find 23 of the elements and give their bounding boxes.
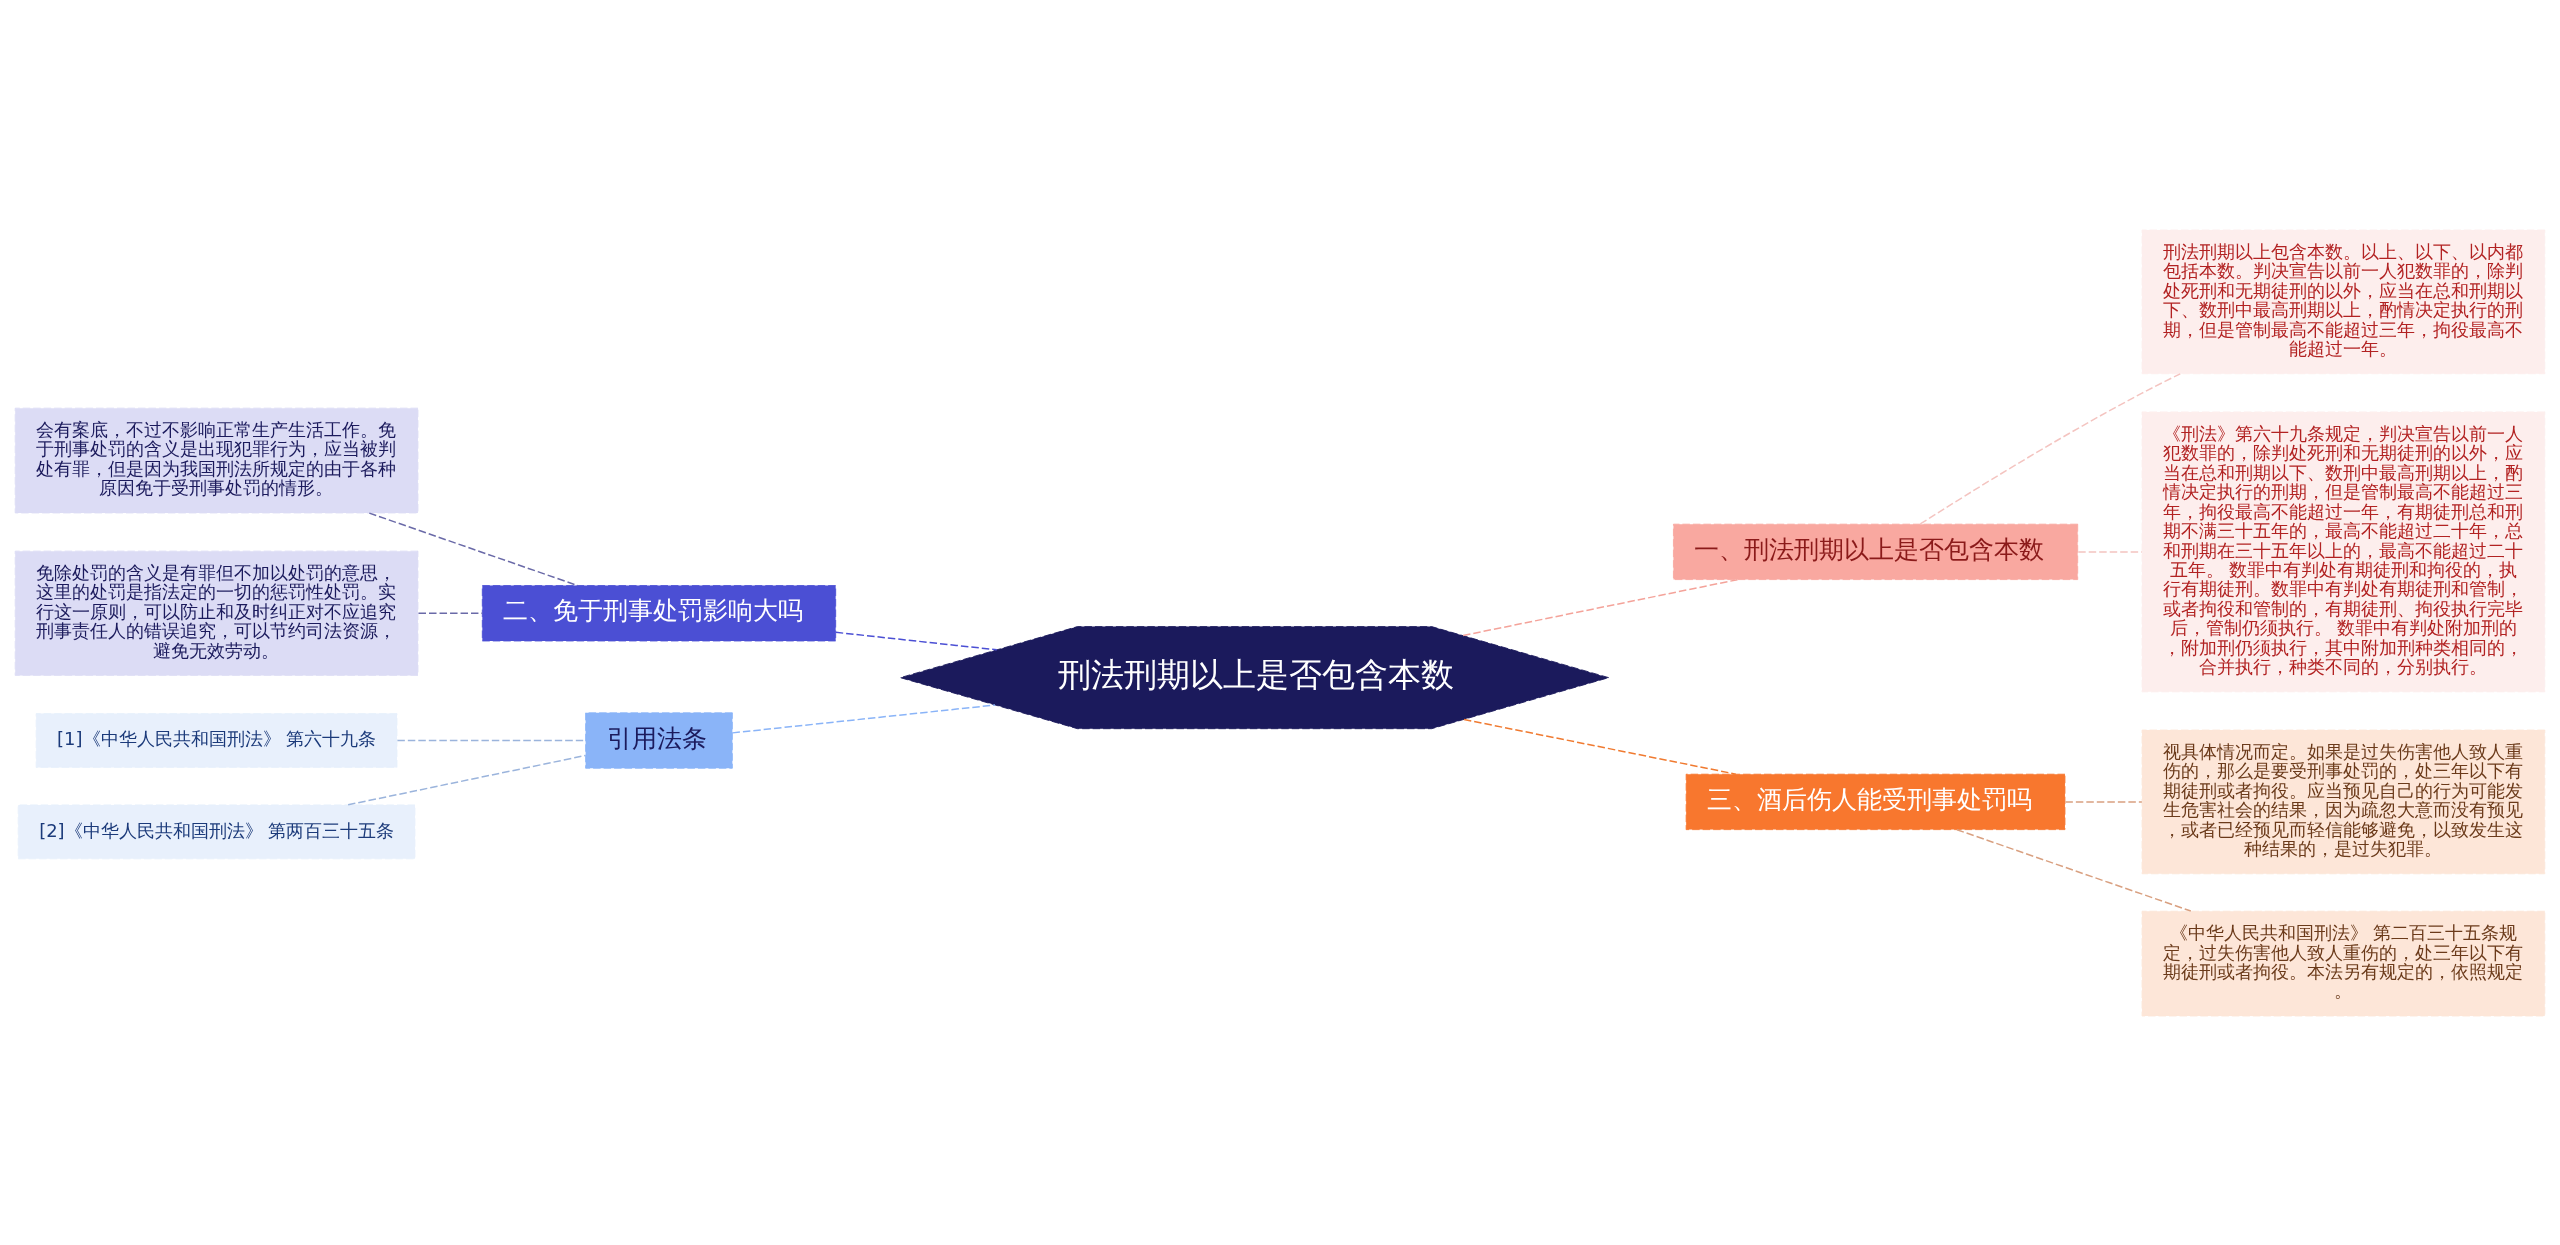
connector [2077, 550, 2143, 553]
node-box: 视具体情况而定。如果是过失伤害他人致人重伤的，那么是要受刑事处罚的，处三年以下有期徒刑或者拘役。应当预见自己的行为可能发生危害社会的结果，因为疏忽大意而没有预见，或者已经预见而轻信能够避免，以致发生这种结果的，是过失犯罪。 [2141, 729, 2546, 874]
node-box: 二、免于刑事处罚影响大吗 [481, 584, 837, 641]
node-box: 引用法条 [585, 711, 733, 769]
node-box: 《中华人民共和国刑法》 第二百三十五条规定，过失伤害他人致人重伤的，处三年以下有期徒刑或者拘役。本法另有规定的，依照规定。 [2141, 910, 2546, 1016]
connector [1462, 578, 1739, 636]
node-box: 三、酒后伤人能受刑事处罚吗 [1685, 773, 2066, 830]
connector [1919, 372, 2181, 525]
node-box: 刑法刑期以上包含本数。以上、以下、以内都包括本数。判决宣告以前一人犯数罪的，除判处死刑和无期徒刑的以外，应当在总和刑期以下、数刑中最高刑期以上，酌情决定执行的刑期，但是管制最高不能超过三年，拘役最高不能超过一年。 [2141, 229, 2546, 374]
node-box: 《刑法》第六十九条规定，判决宣告以前一人犯数罪的，除判处死刑和无期徒刑的以外，应当在总和刑期以下、数刑中最高刑期以上，酌情决定执行的刑期，但是管制最高不能超过三年，拘役最高不能超过一年，有期徒刑总和刑期不满三十五年的，最高不能超过二十年，总和刑期在三十五年以上的，最高不能超过二十五年。 数罪中有判处有期徒刑和拘役的，执行有期徒刑。数罪中有判处有期徒刑和管制，或者拘役和管制的，有期徒刑、拘役执行完毕后，管制仍须执行。 数罪中有判处附加刑的，附加刑仍须执行，其中附加刑种类相同的，合并执行，种类不同的，分别执行。 [2141, 410, 2546, 692]
connector [731, 703, 996, 734]
connector [417, 612, 483, 614]
node-box: 会有案底，不过不影响正常生产生活工作。免于刑事处罚的含义是出现犯罪行为，应当被判处有罪，但是因为我国刑法所规定的由于各种原因免于受刑事处罚的情形。 [14, 407, 419, 513]
node-box: 免除处罚的含义是有罪但不加以处罚的意思，这里的处罚是指法定的一切的惩罚性处罚。实行这一原则，可以防止和及时纠正对不应追究刑事责任人的错误追究，可以节约司法资源，避免无效劳动。 [14, 550, 419, 676]
node-box: [2]《中华人民共和国刑法》 第两百三十五条 [17, 803, 416, 859]
connector [2064, 800, 2143, 803]
node-box: [1]《中华人民共和国刑法》 第六十九条 [35, 712, 398, 768]
connector [835, 631, 998, 651]
connector [347, 754, 586, 806]
connector [368, 511, 579, 586]
connector [1956, 828, 2192, 912]
connector [1463, 718, 1737, 775]
node-box: 一、刑法刑期以上是否包含本数 [1673, 523, 2079, 580]
